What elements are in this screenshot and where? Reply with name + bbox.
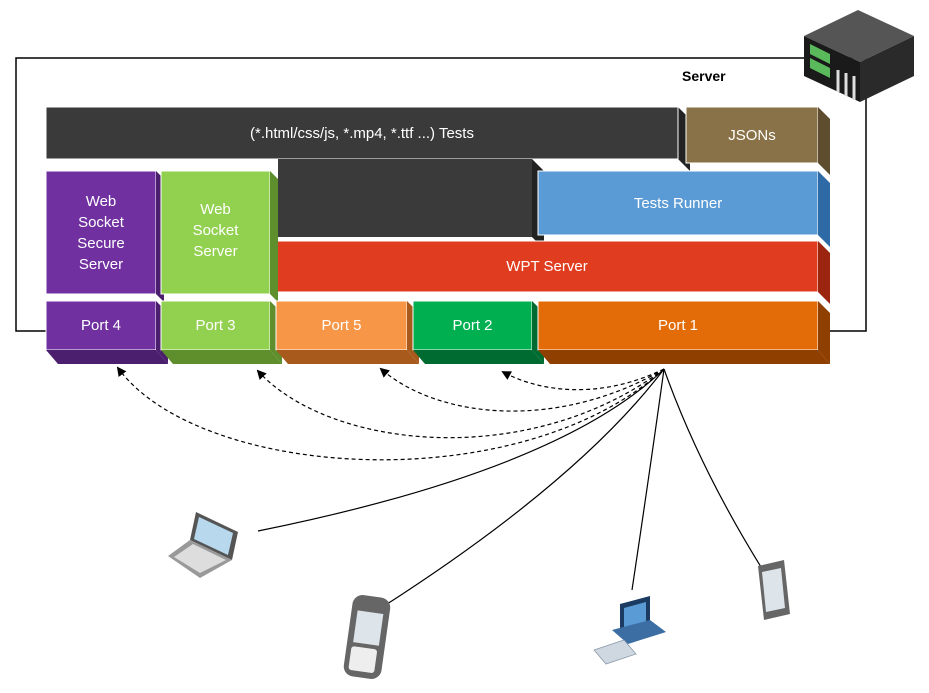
port-4-label: Port 4 [80, 317, 122, 334]
phone-connection [383, 368, 665, 607]
server-rack-icon [804, 10, 914, 102]
laptop-connection [257, 368, 665, 532]
tablet-connection [663, 368, 767, 576]
tests-runner-block [537, 170, 830, 247]
arrow-to-port-5 [379, 367, 665, 412]
ws-line-2: Socket [192, 222, 239, 239]
tests-runner-label: Tests Runner [633, 194, 723, 212]
port-4-block [45, 300, 168, 364]
ws-secure-line-3: Secure [77, 234, 125, 252]
jsons-block [685, 106, 830, 175]
ws-secure-line-4: Server [78, 255, 124, 273]
server-label: Server [682, 68, 726, 84]
port-3-block [160, 300, 282, 364]
wpt-server-block [275, 240, 830, 304]
ws-secure-line-1: Web [85, 192, 117, 210]
tablet-icon [758, 560, 790, 620]
jsons-label: JSONs [728, 126, 776, 144]
port-3-label: Port 3 [195, 317, 236, 334]
ws-server-label: Web Socket Server [161, 171, 270, 294]
tests-block [45, 106, 690, 249]
tests-label: (*.html/css/js, *.mp4, *.ttf ...) Tests [250, 124, 474, 142]
phone-icon [343, 595, 391, 679]
arrow-to-port-4 [116, 366, 665, 461]
wpt-server-label: WPT Server [506, 258, 588, 275]
ws-line-3: Server [193, 243, 238, 260]
arrow-to-port-2 [501, 368, 665, 391]
laptop-icon [168, 512, 238, 578]
ws-line-1: Web [200, 201, 231, 218]
redirect-arrows [116, 366, 665, 461]
ws-secure-server-label: Web Socket Secure Server [46, 171, 156, 294]
port-5-block [275, 300, 419, 364]
desktop-connection [631, 368, 665, 591]
arrow-to-port-3 [256, 368, 665, 439]
port-2-block [412, 300, 544, 364]
desktop-computer-icon [593, 596, 666, 665]
server-boundary [15, 57, 867, 332]
port-1-block [537, 300, 830, 364]
port-1-label: Port 1 [657, 317, 699, 334]
client-connections [257, 368, 767, 607]
port-2-label: Port 2 [452, 317, 493, 334]
port-5-label: Port 5 [321, 317, 362, 334]
ws-secure-line-2: Socket [78, 213, 124, 231]
ws-server-block [160, 170, 278, 302]
